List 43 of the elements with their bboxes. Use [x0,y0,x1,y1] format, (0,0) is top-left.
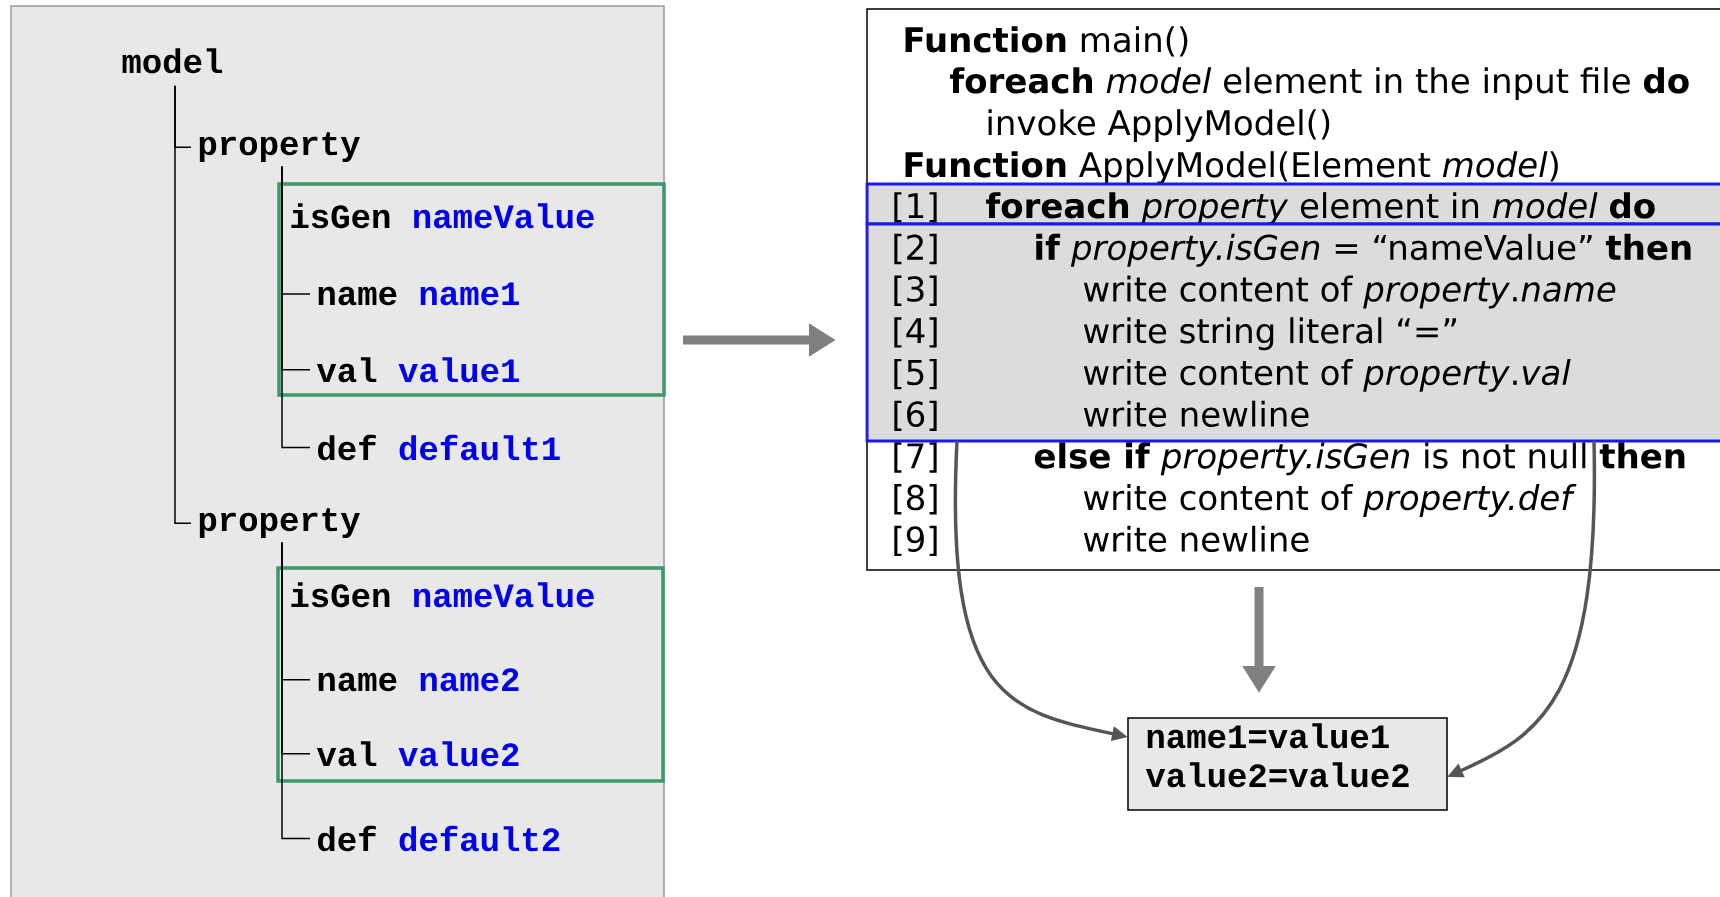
code-line: foreach property element in model do [986,192,1655,226]
line-number: [4] [894,317,937,348]
code-line: write content of property.name [1083,275,1616,309]
line-number: [9] [894,525,937,557]
highlight-frame [277,182,666,397]
tree-panel [10,5,665,897]
line-number: [3] [894,275,937,306]
code-line: invoke ApplyModel() [988,109,1330,143]
code-line: write newline [1083,400,1309,427]
tree-item: property [199,132,360,163]
line-number: [1] [894,192,937,223]
code-line: Function ApplyModel(Element model) [905,151,1558,185]
line-number: [2] [894,233,937,265]
output-box [1127,717,1448,811]
line-number: [5] [894,358,937,390]
output-line: value2=value2 [1145,762,1409,788]
code-line: write newline [1083,525,1309,553]
code-line: write string literal “=” [1083,317,1456,351]
tree-line [281,165,311,449]
line-number: [6] [894,400,937,431]
tree-line [281,541,311,840]
tree-item: isGen nameValue [291,582,594,608]
code-line: foreach model element in the input file do [950,67,1689,101]
code-line: Function main() [905,26,1188,57]
tree-line [174,85,192,524]
tree-item: val value1 [316,357,519,383]
tree-item: def default2 [318,825,560,852]
tree-item: def default1 [318,434,560,461]
tree-item: name name1 [318,282,519,306]
tree-item: val value2 [316,741,519,767]
line-number: [8] [894,484,937,515]
code-line: write content of property.val [1083,358,1571,392]
tree-item: model [122,48,223,74]
highlight-frame [276,566,665,783]
output-line: name1=value1 [1147,723,1389,749]
tree-item: name name2 [318,668,519,692]
code-line: else if property.isGen is not null then [1034,442,1685,476]
line-number: [7] [894,442,937,473]
highlight-row [865,182,1720,226]
tree-item: isGen nameValue [291,203,594,229]
code-line: if property.isGen = “nameValue” then [1036,233,1691,267]
tree-item: property [199,508,360,539]
code-line: write content of property.def [1083,484,1577,517]
